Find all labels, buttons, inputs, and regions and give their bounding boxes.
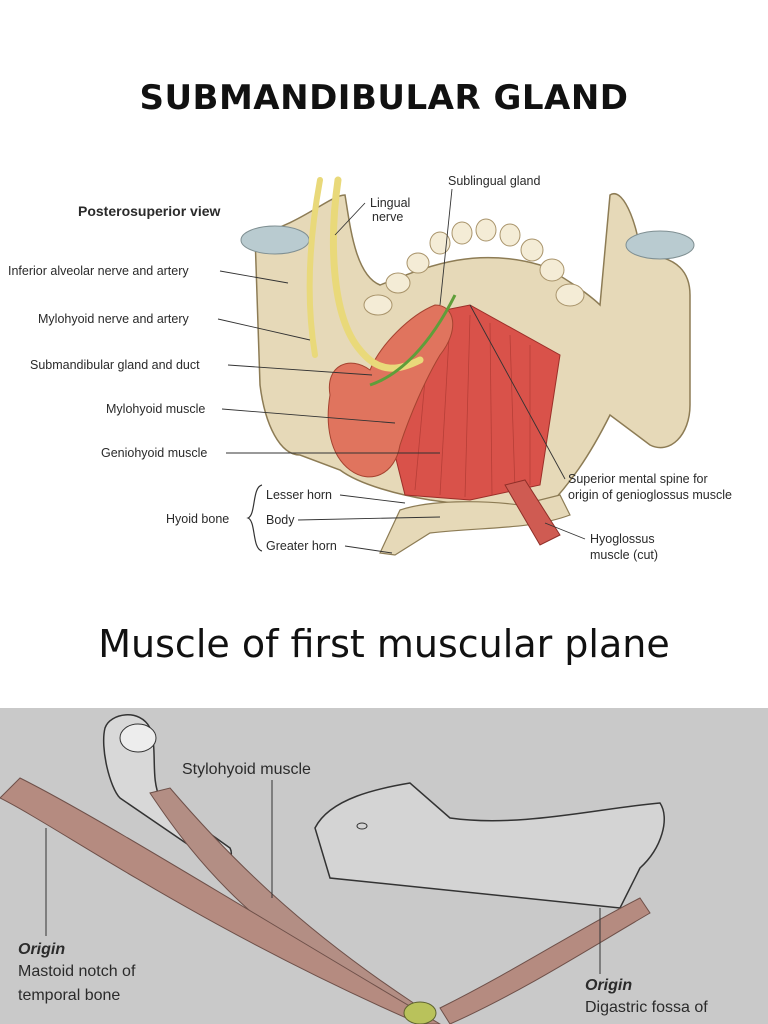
- label-greater-horn: Greater horn: [266, 539, 337, 553]
- label-mental-spine-2: origin of genioglossus muscle: [568, 488, 732, 502]
- digastric-anterior-belly: [439, 897, 651, 1024]
- section-subtitle: Muscle of first muscular plane: [98, 622, 670, 666]
- leader-lines: [217, 188, 586, 554]
- label-stylohyoid: Stylohyoid muscle: [182, 761, 311, 778]
- label-lesser-horn: Lesser horn: [266, 488, 332, 502]
- label-origin-left: Origin: [18, 941, 65, 958]
- label-lingual-nerve-2: nerve: [372, 210, 403, 224]
- label-lingual-nerve: Lingual: [370, 196, 410, 210]
- label-mental-spine-1: Superior mental spine for: [568, 472, 708, 486]
- label-hyoglossus-1: Hyoglossus: [590, 532, 655, 546]
- hyoid-brace: [246, 484, 263, 552]
- mandible-outline: [314, 782, 665, 909]
- label-sublingual-gland: Sublingual gland: [448, 174, 540, 188]
- mental-foramen: [356, 822, 368, 830]
- label-mylohyoid-nerve: Mylohyoid nerve and artery: [38, 312, 190, 326]
- label-mastoid-1: Mastoid notch of: [18, 963, 136, 980]
- label-geniohyoid: Geniohyoid muscle: [101, 446, 207, 460]
- inferior-alveolar-nerve: [306, 177, 323, 358]
- submandibular-gland-illustration: Posterosuperior view Lingual nerve Subli…: [8, 174, 732, 562]
- label-hyoglossus-2: muscle (cut): [590, 548, 658, 562]
- label-mastoid-2: temporal bone: [18, 987, 120, 1004]
- label-body: Body: [266, 513, 295, 527]
- right-condyle: [625, 230, 695, 260]
- first-muscular-plane-illustration: Stylohyoid muscle Origin Mastoid notch o…: [0, 708, 768, 1024]
- mastoid-process: [119, 723, 157, 753]
- teeth: [363, 218, 585, 316]
- view-label: Posterosuperior view: [78, 203, 220, 219]
- hyoglossus-muscle: [504, 479, 561, 546]
- hyoid-loop: [403, 1001, 437, 1024]
- left-condyle: [240, 225, 310, 255]
- label-mylohyoid-muscle: Mylohyoid muscle: [106, 402, 205, 416]
- fig2-leader-lines: [45, 780, 601, 974]
- label-inferior-alveolar: Inferior alveolar nerve and artery: [8, 264, 189, 278]
- label-submandibular: Submandibular gland and duct: [30, 358, 200, 372]
- label-origin-right: Origin: [585, 977, 632, 994]
- submandibular-duct: [369, 294, 457, 387]
- page-title: SUBMANDIBULAR GLAND: [139, 78, 629, 118]
- lingual-nerve: [329, 176, 424, 372]
- label-hyoid-bone: Hyoid bone: [166, 512, 229, 526]
- label-digastric: Digastric fossa of: [585, 999, 708, 1016]
